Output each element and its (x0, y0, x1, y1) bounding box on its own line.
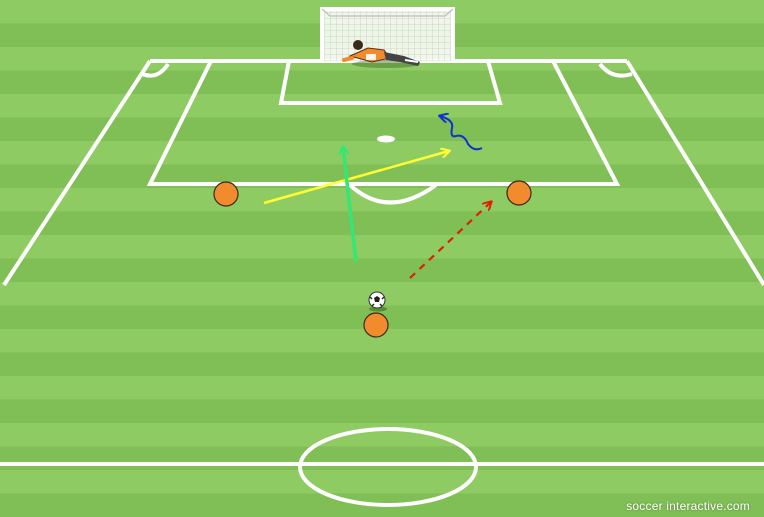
grass-stripe (0, 259, 764, 283)
left-attacker (214, 182, 238, 206)
grass-stripe (0, 235, 764, 259)
watermark-text: soccer interactive.com (626, 499, 750, 513)
grass-stripe (0, 353, 764, 377)
right-attacker (507, 181, 531, 205)
grass-stripe (0, 376, 764, 400)
grass-stripe (0, 71, 764, 95)
grass-stripe (0, 400, 764, 424)
grass-stripe (0, 447, 764, 471)
ball-carrier (364, 313, 388, 337)
grass-stripe (0, 423, 764, 447)
grass-stripe (0, 212, 764, 236)
grass-stripe (0, 470, 764, 494)
grass-stripe (0, 141, 764, 165)
penalty-spot (377, 136, 395, 143)
